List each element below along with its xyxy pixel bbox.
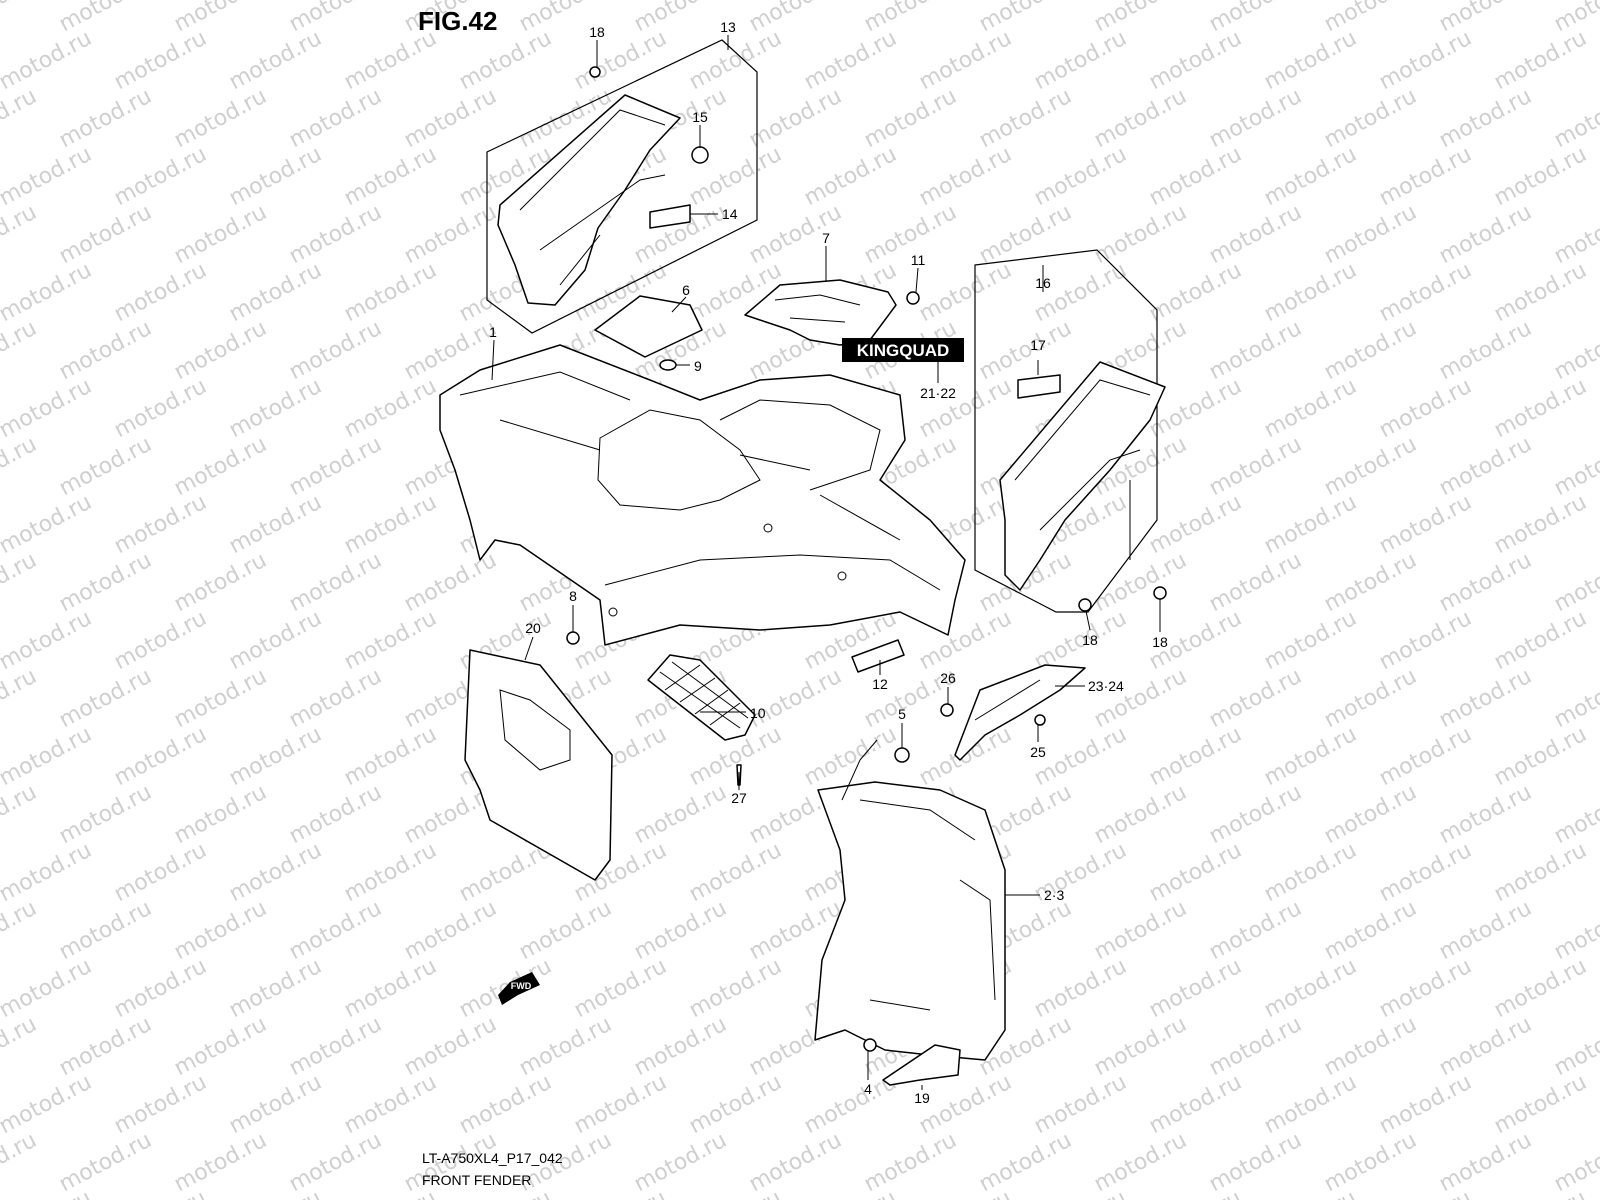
callout-23-24: 23·24	[1088, 678, 1124, 694]
callout-18-right: 18	[1082, 632, 1098, 648]
callout-18-far-right: 18	[1152, 634, 1168, 650]
part-18-screw-right	[1078, 598, 1092, 612]
part-10-mesh	[647, 654, 756, 741]
callout-26: 26	[940, 670, 956, 686]
callout-2-3: 2·3	[1044, 887, 1064, 903]
part-18-clip-right	[1153, 586, 1167, 600]
callout-27: 27	[731, 790, 747, 806]
callout-7: 7	[822, 230, 830, 246]
part-17-pad	[1017, 374, 1061, 399]
callout-15: 15	[692, 109, 708, 125]
part-18-screw-top	[589, 66, 601, 78]
callout-16: 16	[1035, 275, 1051, 291]
callout-4: 4	[864, 1081, 872, 1097]
part-16-frame	[974, 249, 1158, 613]
part-8-screw	[566, 631, 580, 645]
section-title: FRONT FENDER	[422, 1172, 532, 1188]
callout-9: 9	[694, 358, 702, 374]
callout-14: 14	[722, 206, 738, 222]
callout-1: 1	[489, 324, 497, 340]
part-23-24-bracket	[954, 664, 1086, 761]
callout-5: 5	[898, 706, 906, 722]
part-9-nut	[659, 359, 677, 371]
callout-19: 19	[914, 1090, 930, 1106]
part-25-clip	[1034, 714, 1046, 726]
callout-12: 12	[872, 676, 888, 692]
part-2-3-mudguard	[814, 781, 1006, 1061]
part-1-front-fender	[439, 344, 966, 646]
callout-18-top: 18	[589, 24, 605, 40]
part-20-panel	[464, 649, 613, 881]
part-16-inner-panel-right	[999, 361, 1166, 591]
part-11-bolt	[906, 291, 920, 305]
part-14-pad	[649, 204, 691, 229]
figure-title: FIG.42	[418, 6, 498, 36]
callout-25: 25	[1030, 744, 1046, 760]
part-4-screw	[863, 1038, 877, 1052]
part-15-grommet	[691, 146, 709, 164]
part-6-pad	[594, 295, 703, 358]
part-7-cover	[744, 279, 897, 346]
part-16-inner-panel-right-group	[974, 249, 1166, 613]
model-code: LT-A750XL4_P17_042	[422, 1150, 563, 1166]
callout-labels: 18 13 15 14 6 9 1 7 11 21·22 16 17 18 18…	[489, 19, 1168, 1106]
callout-13: 13	[720, 19, 736, 35]
kingquad-logo: KINGQUAD	[842, 338, 964, 362]
fwd-arrow-label: FWD	[511, 981, 532, 991]
callout-8: 8	[569, 588, 577, 604]
callout-21-22: 21·22	[920, 385, 956, 401]
callout-20: 20	[525, 620, 541, 636]
part-13-inner-panel-left-group	[486, 39, 758, 334]
leader-lines	[491, 35, 1161, 1090]
part-5-screw	[894, 747, 910, 763]
part-13-frame	[486, 39, 758, 334]
part-12-pad	[851, 639, 905, 673]
fwd-arrow: FWD	[498, 972, 540, 1005]
callout-11: 11	[911, 252, 926, 268]
part-26-bolt	[940, 703, 954, 717]
callout-6: 6	[682, 282, 690, 298]
callout-10: 10	[750, 705, 766, 721]
callout-17: 17	[1030, 337, 1046, 353]
part-19-strip	[882, 1044, 961, 1086]
kingquad-logo-text: KINGQUAD	[857, 341, 950, 360]
part-13-inner-panel-left	[497, 94, 681, 306]
